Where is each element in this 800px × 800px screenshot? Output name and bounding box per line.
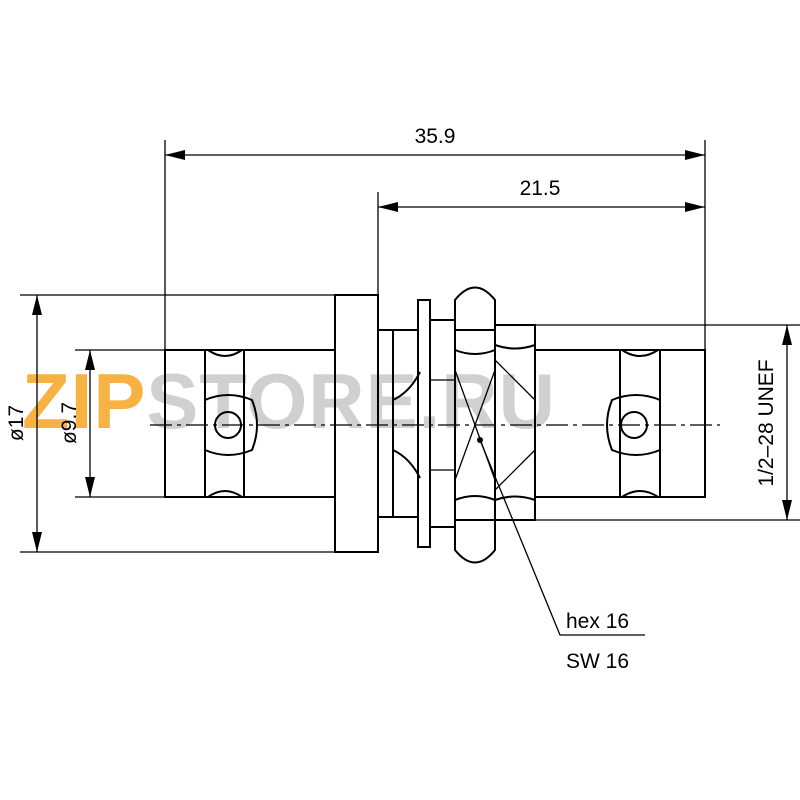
dim-overall-length: 35.9 (415, 125, 456, 148)
extension-lines (20, 140, 800, 553)
svg-text:ZIPSTORE.RU: ZIPSTORE.RU (22, 357, 556, 445)
watermark-zip: ZIP (22, 357, 146, 445)
dim-flange-diameter: ø17 (5, 405, 28, 441)
sw-label: SW 16 (566, 650, 629, 673)
dim-right-length: 21.5 (520, 177, 561, 200)
hex-leader (479, 439, 645, 636)
dimension-lines (32, 150, 792, 552)
dim-thread: 1/2–28 UNEF (755, 359, 778, 486)
left-connector (164, 349, 336, 498)
watermark: ZIPSTORE.RU (22, 357, 556, 445)
dim-body-diameter: ø9.7 (58, 402, 81, 444)
right-connector (534, 349, 706, 498)
hex-label: hex 16 (566, 610, 629, 633)
watermark-store: STORE.RU (146, 357, 556, 445)
threaded-section (377, 299, 456, 548)
